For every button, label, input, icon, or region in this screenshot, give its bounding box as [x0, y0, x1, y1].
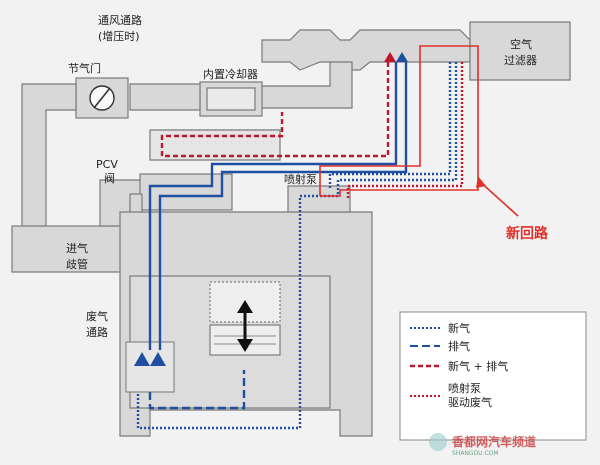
new-circuit-pointer-icon [476, 176, 486, 188]
ejector-label: 喷射泵 [284, 172, 317, 186]
fresh-air-pipe [261, 29, 471, 71]
exhaust-return-line [148, 370, 246, 410]
fresh-air-line [328, 62, 452, 190]
vent-passage-label: 通风通路 [98, 14, 142, 27]
globe-logo-icon [429, 433, 447, 451]
watermark: 香都网汽车频道 SHANGDU.COM [429, 433, 536, 457]
legend: 新气 排气 新气 + 排气 喷射泵 驱动废气 [399, 311, 587, 441]
exhaust-passage-label: 废气 [86, 309, 108, 323]
new-circuit-outline [319, 45, 470, 196]
vent-passage-sub-label: (增压时) [98, 29, 140, 43]
legend-label-2: 驱动废气 [448, 395, 492, 409]
pcv-valve-block [139, 173, 233, 211]
exhaust-chamber [125, 341, 175, 393]
throttle-label: 节气门 [68, 61, 101, 75]
pcv-label: PCV [96, 158, 118, 171]
intake-manifold-label: 进气 [66, 241, 88, 255]
pcv-label-2: 阀 [104, 171, 115, 185]
exhaust-flow-line [148, 62, 398, 350]
new-circuit-label: 新回路 [506, 225, 549, 242]
throttle-to-manifold-pipe [21, 83, 77, 229]
flow-arrow-icon [384, 52, 396, 62]
ejector-drive-line [346, 62, 464, 200]
piston-motion-arrow-icon [237, 300, 253, 352]
watermark-brand: 香都网汽车频道 [451, 434, 536, 449]
intercooler-to-throttle-pipe [129, 83, 201, 111]
up-arrow-icon [150, 352, 166, 366]
legend-label: 排气 [448, 339, 470, 353]
legend-label: 新气 [448, 321, 470, 335]
intake-manifold-label-2: 歧管 [66, 257, 88, 271]
intercooler-label: 内置冷却器 [203, 67, 258, 81]
air-filter-label: 空气 [510, 37, 532, 51]
throttle-body [75, 77, 129, 119]
new-circuit-outline [320, 45, 479, 197]
exhaust-passage-label-2: 通路 [86, 326, 108, 339]
mixed-flow-line [160, 62, 390, 158]
watermark-url: SHANGDU.COM [452, 450, 499, 457]
air-filter-label-2: 过滤器 [504, 54, 537, 67]
legend-label: 喷射泵 [448, 381, 481, 395]
fresh-air-line [136, 62, 458, 430]
air-filter [469, 21, 571, 81]
up-arrow-icon [134, 352, 150, 366]
throttle-valve-icon [89, 85, 115, 111]
exhaust-flow-line [158, 62, 408, 350]
legend-label: 新气 + 排气 [448, 359, 508, 373]
flow-arrow-icon [396, 52, 408, 62]
